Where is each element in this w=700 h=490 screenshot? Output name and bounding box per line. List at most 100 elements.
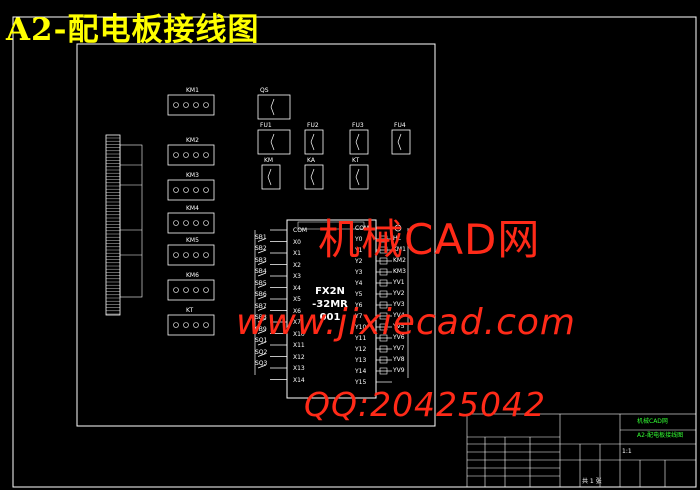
contact-block <box>349 129 369 155</box>
contact-label: FU4 <box>394 122 406 129</box>
plc-output-label: HL <box>393 235 401 242</box>
plc-output-wiring <box>376 224 409 383</box>
contact-label: QS <box>260 87 269 94</box>
plc-terminal-label: X2 <box>293 261 301 269</box>
plc-terminal-label: X6 <box>293 307 301 315</box>
plc-input-label: SB7 <box>255 302 267 310</box>
plc-terminal-label: COM1 <box>355 225 373 232</box>
contact-block <box>257 129 291 155</box>
relay-label: KM5 <box>186 237 199 244</box>
outer-frame <box>12 16 697 488</box>
plc-terminal-label: Y4 <box>355 280 363 287</box>
relay-block <box>167 279 215 301</box>
plc-input-label: SB8 <box>255 314 267 321</box>
plc-terminal-label: X11 <box>293 342 305 349</box>
plc-input-label: SB3 <box>255 256 267 264</box>
contact-label: FU2 <box>307 122 319 129</box>
inner-border <box>76 43 436 427</box>
plc-model-line3: 001 <box>319 312 341 323</box>
plc-terminal-label: Y6 <box>355 302 363 309</box>
plc-output-label: YV6 <box>393 334 405 341</box>
plc-terminal-label: X1 <box>293 250 301 257</box>
plc-output-label: YV7 <box>393 345 405 352</box>
contact-label: FU1 <box>260 122 272 129</box>
relay-label: KM2 <box>186 137 199 144</box>
plc-terminal-label: Y0 <box>355 236 363 243</box>
title-block-name: 机械CAD网 <box>637 418 668 425</box>
plc-terminal-label: X12 <box>293 353 305 361</box>
plc-terminal-label: X3 <box>293 273 301 280</box>
watermark-line3: QQ:20425042 <box>304 385 547 424</box>
plc-terminal-label: Y13 <box>355 357 367 364</box>
title-block-sheet: 共 1 张 <box>582 478 602 485</box>
plc-input-label: SB1 <box>255 233 267 241</box>
plc-input-label: SQ1 <box>255 337 268 344</box>
plc-output-label: YV2 <box>393 290 405 297</box>
relay-label: KM1 <box>186 87 199 94</box>
plc-terminal-label: Y2 <box>355 258 363 265</box>
plc-output-label: YV1 <box>393 279 405 286</box>
contact-block <box>304 164 324 190</box>
plc-terminal-label: Y12 <box>355 346 367 353</box>
relay-block <box>167 94 215 116</box>
plc-terminal-label: X10 <box>293 330 305 338</box>
drawing-title: A2-配电板接线图 <box>6 12 260 48</box>
title-block-drawing-no: A2-配电板接线图 <box>637 432 684 439</box>
plc-terminal-label: Y15 <box>355 379 367 386</box>
relay-block <box>167 244 215 266</box>
relay-blocks <box>167 94 215 336</box>
title-block <box>466 413 697 488</box>
plc-terminal-label: Y3 <box>355 269 363 276</box>
plc-model-line1: FX2N <box>315 286 345 297</box>
plc-output-label: YV5 <box>393 323 405 330</box>
relay-block <box>167 212 215 234</box>
relay-label: KT <box>186 307 194 314</box>
contact-label: KA <box>307 157 315 164</box>
plc-terminal-label: X13 <box>293 365 305 372</box>
plc-input-label: SQ3 <box>255 360 268 367</box>
plc-model-label: FX2N -32MR 001 <box>300 285 360 324</box>
plc-terminal-label: Y10 <box>355 324 367 331</box>
plc-terminal-label: X4 <box>293 284 301 292</box>
relay-label: KM4 <box>186 205 199 212</box>
plc-terminal-label: COM <box>293 227 308 234</box>
plc-terminal-label: Y7 <box>355 313 363 320</box>
relay-label: KM3 <box>186 172 199 179</box>
plc-output-label: YV4 <box>393 312 405 319</box>
contact-block <box>349 164 369 190</box>
plc-model-line2: -32MR <box>312 299 348 310</box>
contact-block <box>391 129 411 155</box>
plc-input-label: SB5 <box>255 279 267 287</box>
plc-unit <box>286 219 377 399</box>
plc-terminal-label: X14 <box>293 376 305 384</box>
plc-terminal-label: X7 <box>293 319 301 326</box>
contact-block <box>261 164 281 190</box>
plc-input-label: SB4 <box>255 268 267 275</box>
plc-output-label: YV8 <box>393 356 405 363</box>
relay-label: KM6 <box>186 272 199 279</box>
watermark-line2: www.jixiecad.com <box>236 302 576 343</box>
plc-terminal-label: Y14 <box>355 368 367 375</box>
contact-label: FU3 <box>352 122 364 129</box>
plc-output-label: KM3 <box>393 268 406 275</box>
plc-output-label: KM2 <box>393 257 406 264</box>
terminal-strip <box>105 134 143 316</box>
plc-input-label: SB6 <box>255 291 267 298</box>
contact-label: KT <box>352 157 360 164</box>
plc-input-label: SB9 <box>255 325 267 333</box>
contact-block <box>304 129 324 155</box>
plc-output-label: YV3 <box>393 301 405 308</box>
contact-label: KM <box>264 157 274 164</box>
plc-input-label: SB2 <box>255 245 267 252</box>
contact-blocks <box>257 94 411 190</box>
plc-input-label: SQ2 <box>255 348 268 356</box>
plc-terminal-label: Y5 <box>355 291 363 298</box>
watermark-line1: 机械CAD网 <box>318 215 541 264</box>
plc-terminal-label: Y1 <box>355 247 363 254</box>
plc-terminal-label: X0 <box>293 238 301 246</box>
plc-output-label: YV9 <box>393 367 405 374</box>
plc-terminal-label: X5 <box>293 296 301 303</box>
relay-block <box>167 314 215 336</box>
